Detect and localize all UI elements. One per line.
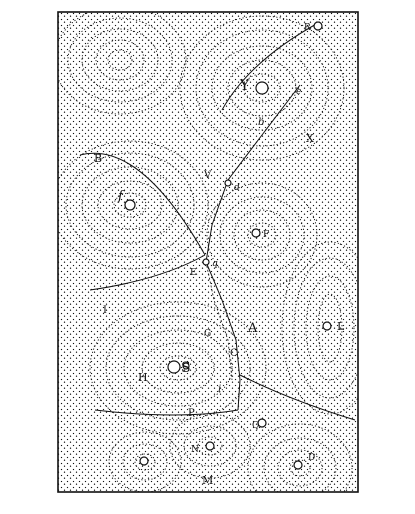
planet-R xyxy=(314,22,322,30)
label-H: H xyxy=(138,371,148,384)
label-P: P xyxy=(188,408,195,419)
label-B: B xyxy=(94,152,102,165)
label-R: R xyxy=(304,23,311,33)
label-i: i xyxy=(218,384,221,395)
label-X: X xyxy=(306,132,314,145)
planet-F xyxy=(252,229,260,237)
label-Y: Y xyxy=(239,78,250,94)
label-d: d xyxy=(234,183,240,193)
planet-D xyxy=(294,461,302,469)
planet-N xyxy=(206,442,214,450)
label-G: G xyxy=(204,329,211,339)
label-V: V xyxy=(203,170,212,181)
label-A: A xyxy=(247,321,258,336)
label-e-top: e xyxy=(296,87,301,97)
planet-L xyxy=(323,322,331,330)
label-b: b xyxy=(258,117,264,128)
planet-P xyxy=(140,457,148,465)
label-F: F xyxy=(263,230,269,240)
label-I: I xyxy=(103,305,107,316)
label-N: N xyxy=(191,445,199,455)
label-Q: Q xyxy=(252,421,259,431)
label-C: C xyxy=(230,348,238,359)
label-D: D xyxy=(308,453,315,463)
label-S: S xyxy=(181,360,191,376)
planet-S xyxy=(168,361,180,373)
planet-d xyxy=(225,180,231,186)
planet-f xyxy=(125,200,135,210)
label-M: M xyxy=(202,474,213,487)
planet-Y xyxy=(256,82,268,94)
label-E: E xyxy=(190,268,197,278)
planet-q xyxy=(203,259,209,265)
label-L: L xyxy=(337,320,345,333)
label-q: q xyxy=(212,259,218,269)
